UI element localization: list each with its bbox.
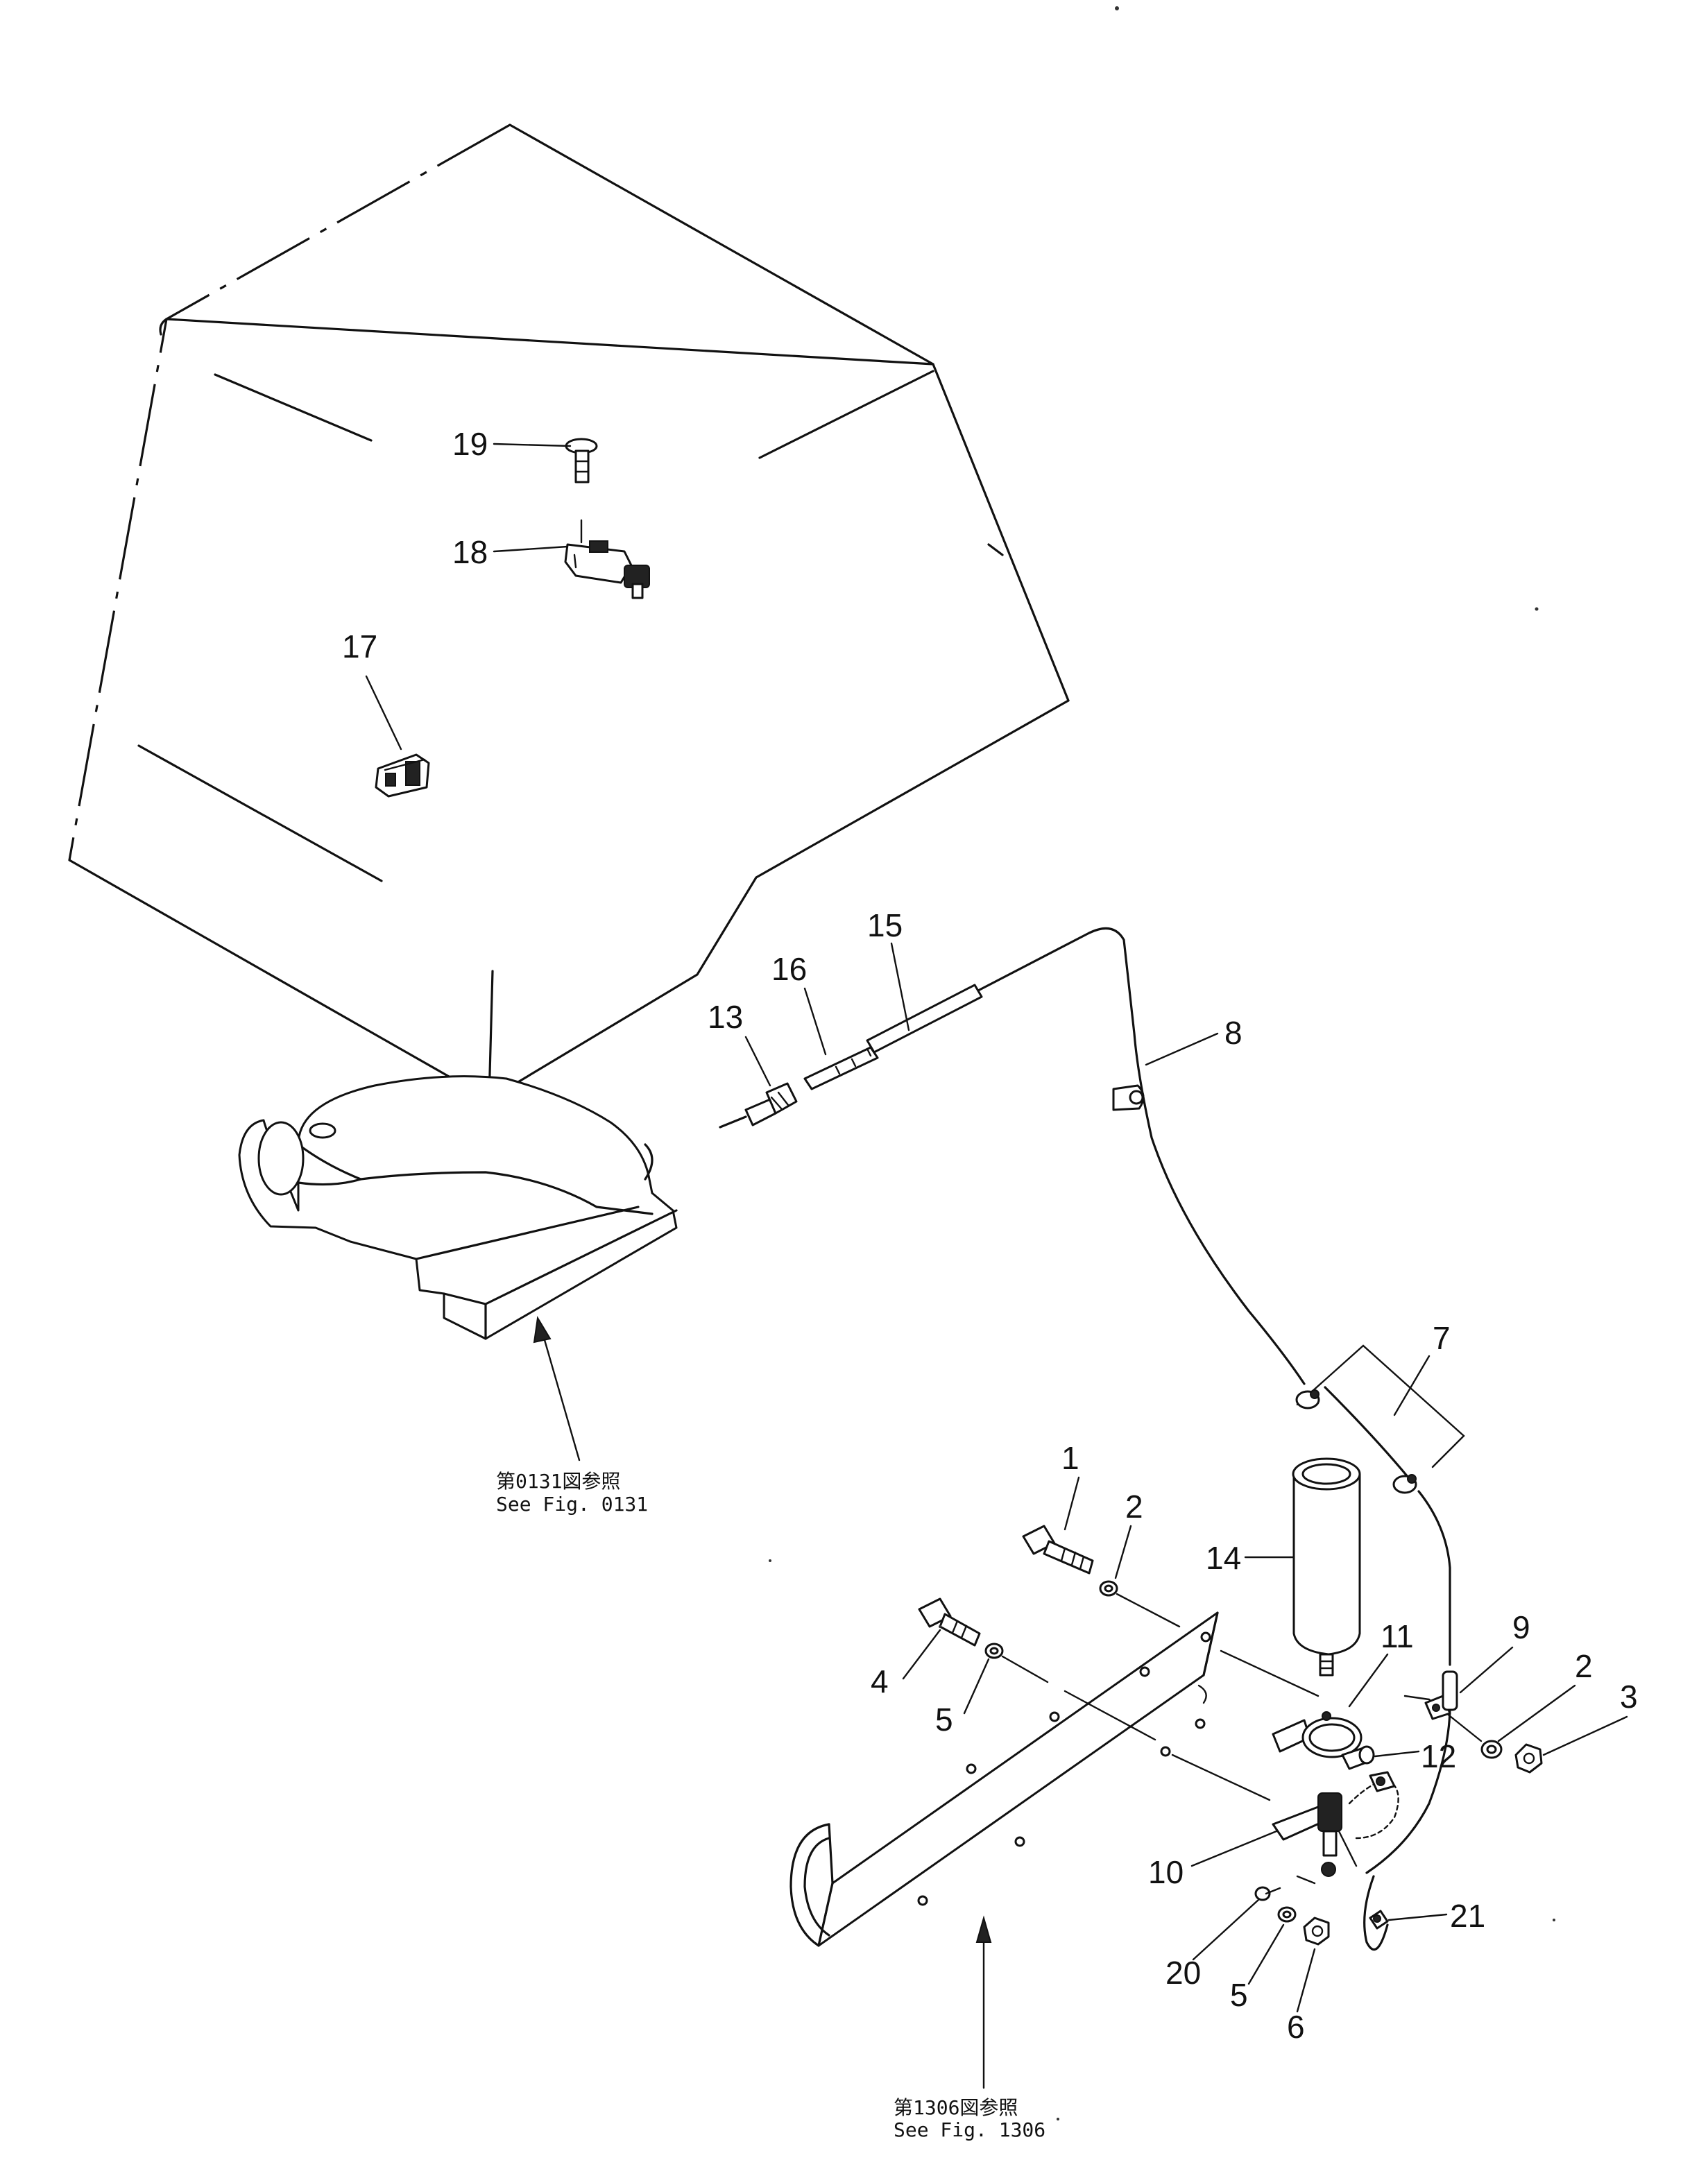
part-18-switch (564, 519, 650, 599)
callout-19: 19 (452, 426, 488, 462)
part-6-nut (1303, 1917, 1330, 1946)
part-20-screw (1254, 1886, 1281, 1901)
callout-1: 1 (1061, 1440, 1079, 1476)
callout-15: 15 (867, 907, 903, 943)
part-19-bolt (565, 438, 598, 483)
callout-14: 14 (1206, 1540, 1241, 1576)
part-11-12-clamp (1272, 1711, 1375, 1770)
part-1-bolt (1022, 1525, 1094, 1575)
reference-arrows (533, 1316, 992, 2089)
callout-7: 7 (1433, 1320, 1451, 1356)
assembly-guide-lines (1001, 1593, 1483, 1801)
part-10-assembly (1272, 1771, 1399, 1885)
callout-12: 12 (1421, 1738, 1456, 1774)
callout-4: 4 (871, 1663, 889, 1699)
callout-10: 10 (1148, 1854, 1184, 1890)
callout-5: 5 (935, 1702, 953, 1738)
callout-3: 3 (1620, 1679, 1638, 1715)
callout-20: 20 (1165, 1955, 1201, 1991)
callout-17: 17 (342, 628, 377, 665)
callout-16: 16 (771, 951, 807, 987)
part-7-clamps (1295, 1344, 1465, 1494)
callout-18: 18 (452, 534, 488, 570)
wire-harness (977, 927, 1451, 1951)
part-8-clip (1112, 1084, 1145, 1111)
cab-outline (68, 123, 1070, 1101)
callout-5b: 5 (1230, 1977, 1248, 2013)
callout-2: 2 (1125, 1489, 1143, 1525)
callout-8: 8 (1224, 1015, 1242, 1051)
part-9-bracket (1424, 1670, 1458, 1720)
callout-21: 21 (1450, 1898, 1485, 1934)
callout-6: 6 (1287, 2009, 1305, 2045)
figure-reference-0131: 第0131図参照 See Fig. 0131 (496, 1470, 648, 1516)
part-13-sensor (719, 1082, 798, 1129)
figure-reference-1306: 第1306図参照 See Fig. 1306 (894, 2096, 1045, 2141)
ref-0131-en: See Fig. 0131 (496, 1493, 648, 1516)
part-3-nut (1514, 1743, 1543, 1774)
callout-9: 9 (1512, 1609, 1530, 1645)
leader-lines (365, 443, 1628, 2013)
part-4-bolt (918, 1597, 981, 1647)
callout-2b: 2 (1575, 1648, 1593, 1684)
callout-11: 11 (1381, 1618, 1414, 1654)
part-16-15-harness (803, 984, 983, 1090)
part-14-canister (1292, 1457, 1361, 1677)
ref-1306-jp: 第1306図参照 (894, 2096, 1018, 2119)
ref-0131-jp: 第0131図参照 (496, 1470, 620, 1493)
part-21-terminal (1369, 1910, 1389, 1930)
bracket-plate (789, 1611, 1219, 1947)
part-17-connector (375, 753, 430, 798)
ref-1306-en: See Fig. 1306 (894, 2118, 1045, 2141)
washers-nuts (984, 1580, 1543, 1946)
callout-labels: 19 18 17 13 16 15 8 7 1 2 14 11 9 2 3 4 … (342, 426, 1638, 2045)
scan-specks (769, 6, 1555, 2120)
engine-manifold (238, 1075, 678, 1340)
callout-13: 13 (708, 999, 743, 1035)
